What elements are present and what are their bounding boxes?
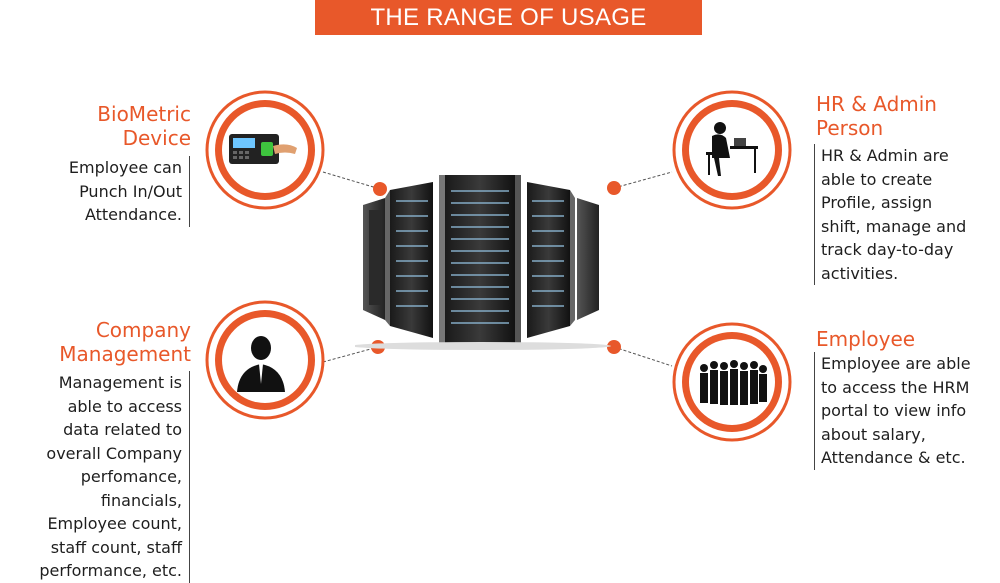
company-heading: Company Management — [59, 318, 191, 366]
hr-desc-line: HR & Admin are — [821, 146, 949, 165]
biometric-heading-line1: BioMetric — [97, 102, 191, 126]
person-at-desk-icon — [706, 122, 758, 176]
hr-desc-line: Profile, assign — [821, 193, 933, 212]
banner-title: THE RANGE OF USAGE — [315, 0, 702, 35]
biometric-desc-line: Punch In/Out — [79, 181, 182, 201]
company-heading-line1: Company — [95, 318, 191, 342]
employee-desc-line: to access the HRM — [821, 377, 970, 397]
employee-desc-line: portal to view info — [821, 401, 967, 420]
company-heading-line2: Management — [59, 342, 191, 366]
hr-heading-line2: Person — [816, 116, 884, 140]
biometric-device-icon — [229, 134, 297, 164]
group-of-people-icon — [700, 360, 767, 405]
hr-desc-line: able to create — [821, 169, 933, 189]
company-desc-line: financials, — [100, 490, 182, 510]
hr-description: HR & Admin are able to create Profile, a… — [814, 144, 966, 285]
employee-desc-line: Attendance & etc. — [821, 448, 966, 467]
biometric-ring — [203, 88, 327, 212]
hr-ring — [670, 88, 794, 212]
employee-desc-line: Employee are able — [821, 354, 971, 373]
hr-desc-line: activities. — [821, 263, 899, 283]
employee-heading: Employee — [816, 327, 915, 351]
hr-heading-line1: HR & Admin — [816, 92, 937, 116]
hr-heading: HR & Admin Person — [816, 92, 937, 140]
hr-desc-line: track day-to-day — [821, 240, 954, 259]
biometric-heading-line2: Device — [122, 126, 191, 150]
company-ring — [203, 298, 327, 422]
biometric-desc-line: Employee can — [68, 158, 182, 177]
company-desc-line: able to access — [67, 396, 182, 416]
employee-ring — [670, 320, 794, 444]
company-desc-line: data related to — [63, 420, 182, 439]
company-desc-line: performance, etc. — [39, 561, 182, 580]
hr-desc-line: shift, manage and — [821, 216, 967, 236]
company-desc-line: Management is — [58, 373, 182, 392]
employee-description: Employee are able to access the HRM port… — [814, 352, 971, 470]
company-desc-line: overall Company — [46, 443, 182, 463]
biometric-heading: BioMetric Device — [97, 102, 191, 150]
company-description: Management is able to access data relate… — [39, 371, 190, 583]
server-racks-icon — [351, 170, 655, 350]
employee-heading-line1: Employee — [816, 327, 916, 351]
employee-desc-line: about salary, — [821, 424, 926, 444]
biometric-desc-line: Attendance. — [84, 205, 182, 224]
businessman-icon — [237, 336, 285, 392]
biometric-description: Employee can Punch In/Out Attendance. — [69, 156, 190, 227]
company-desc-line: perfomance, — [80, 467, 182, 486]
company-desc-line: staff count, staff — [50, 537, 182, 557]
company-desc-line: Employee count, — [47, 514, 182, 533]
